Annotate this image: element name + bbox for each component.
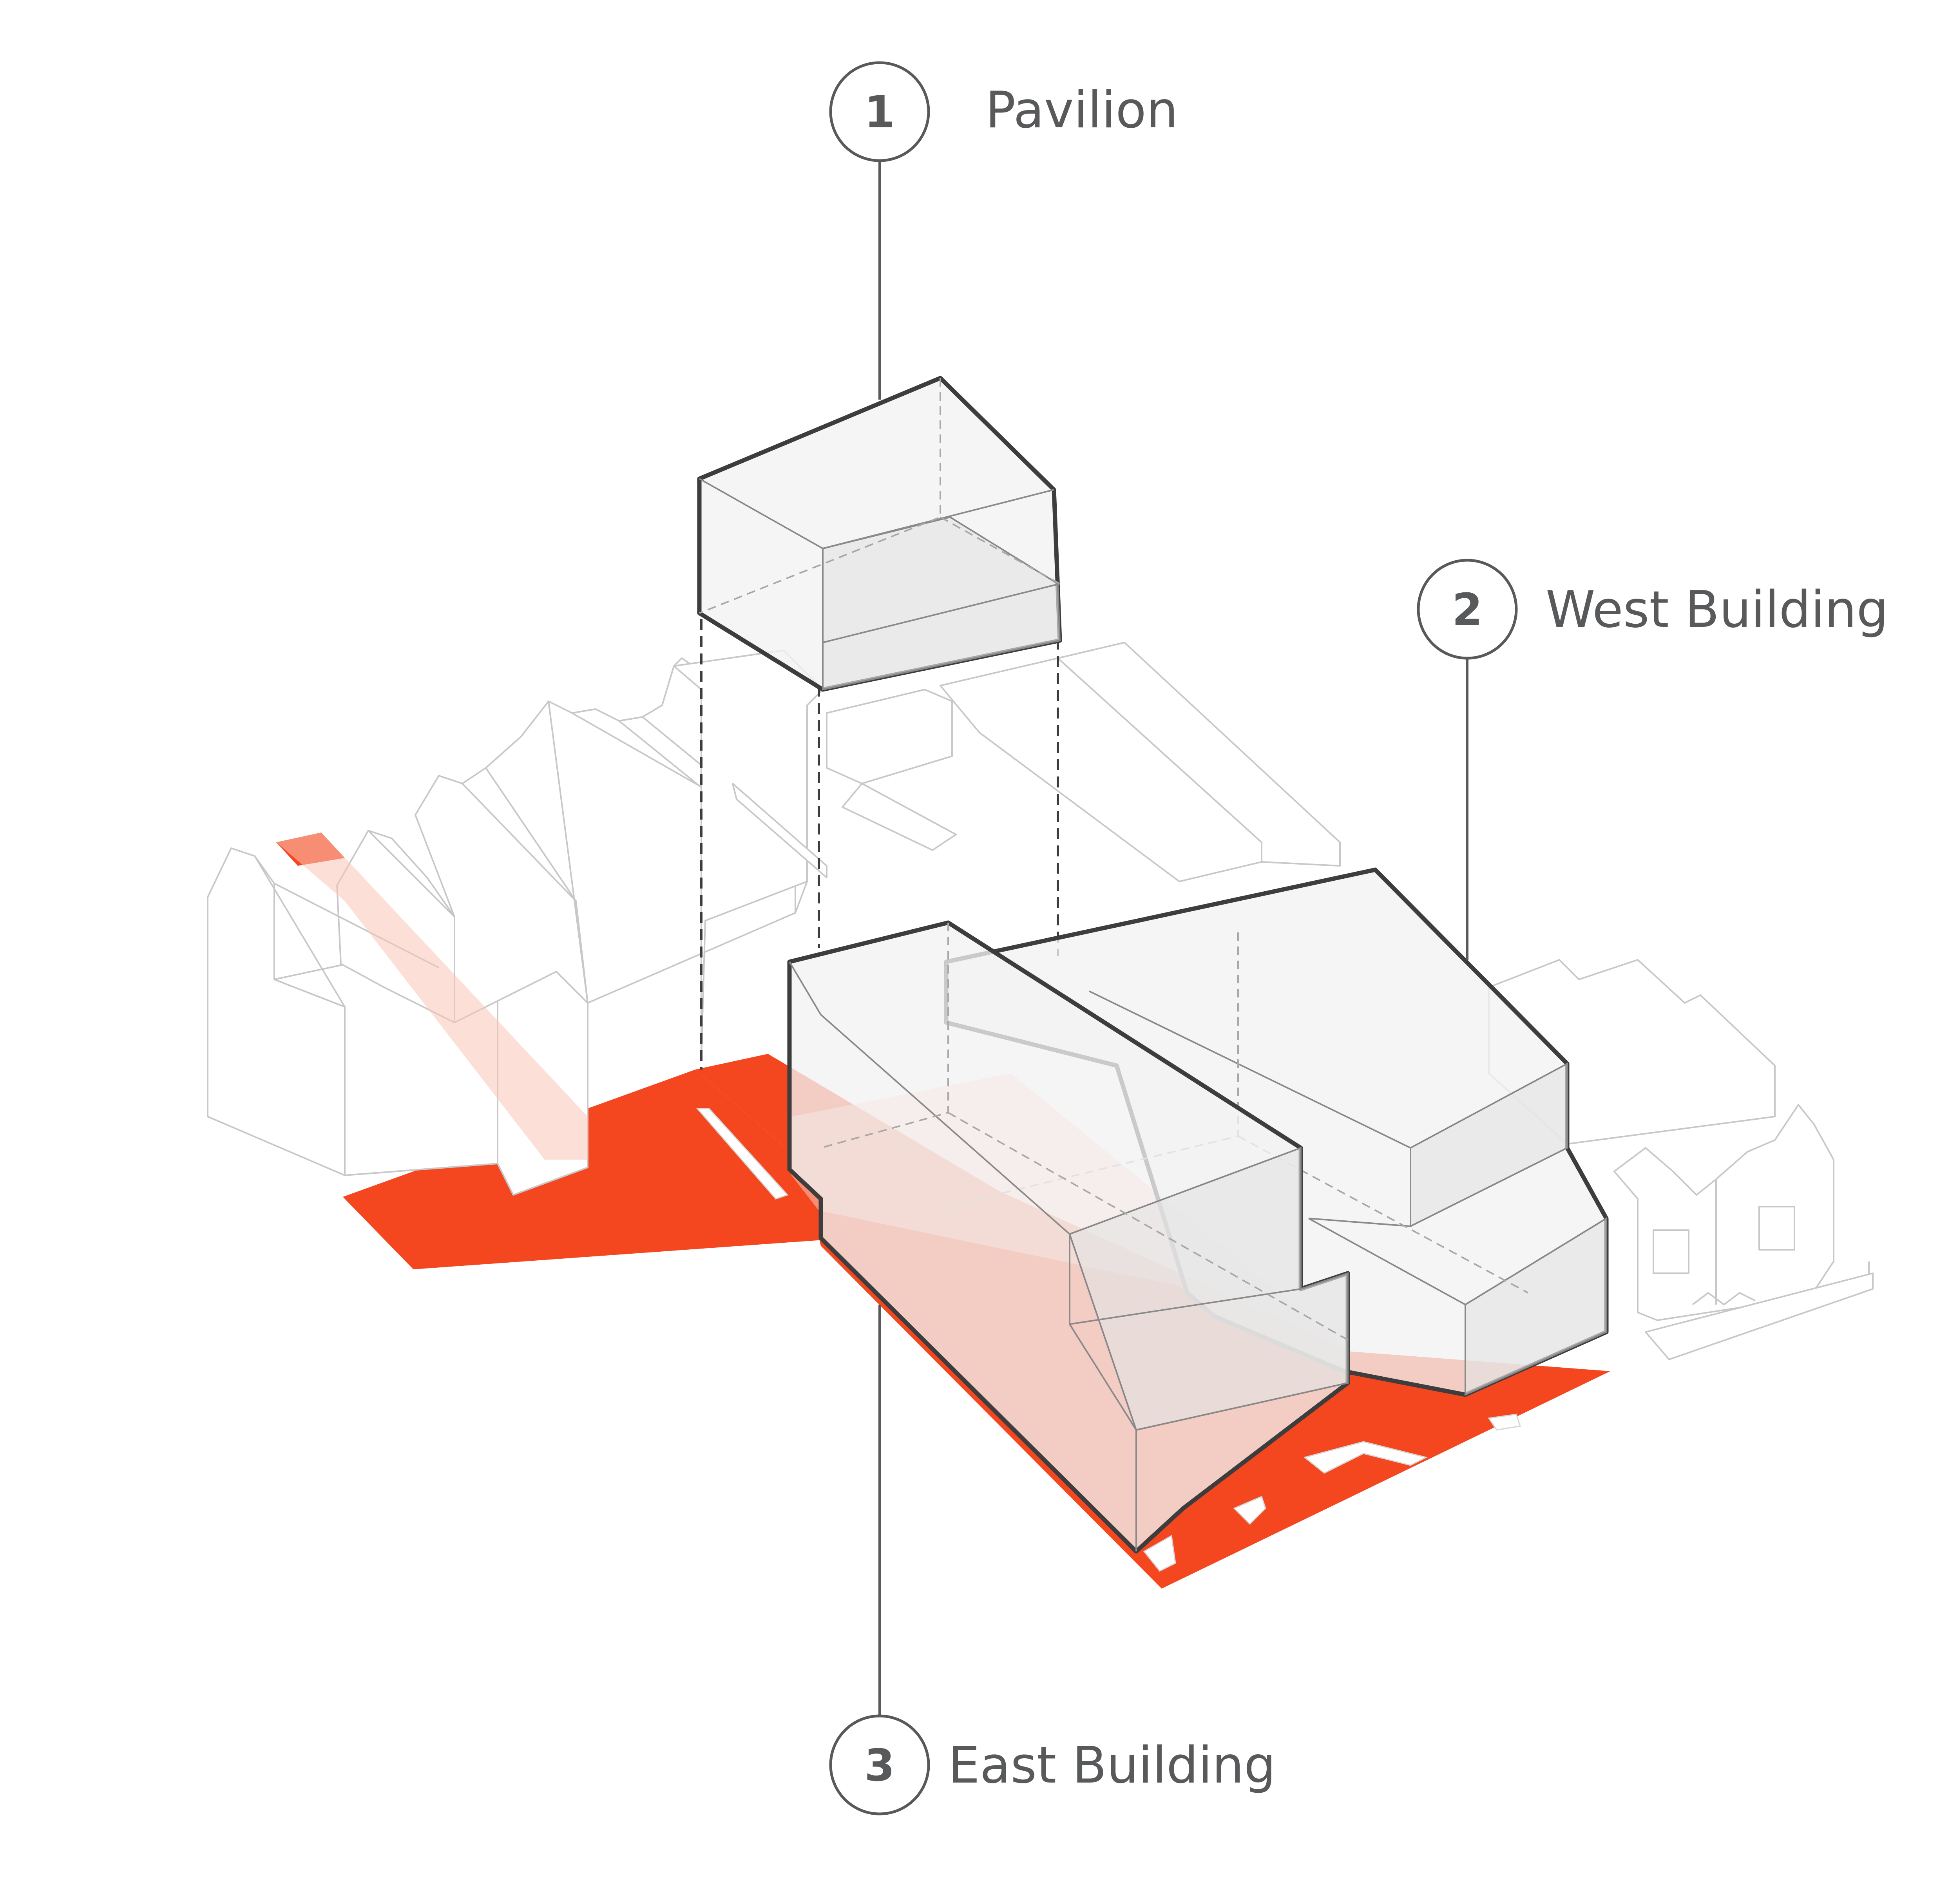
callout-east-building: 3 East Building (829, 1714, 1276, 1815)
context-ground-plate-east (1645, 1272, 1874, 1360)
context-ridge-2 (368, 830, 455, 918)
west-edge-1 (1089, 990, 1411, 1226)
pavilion-hidden-2 (940, 516, 1060, 585)
pavilion-volume (697, 376, 1062, 692)
context-block-center (826, 689, 953, 784)
callout-number-1: 1 (864, 87, 895, 138)
path-overlay-west (276, 833, 588, 1160)
east-edge-2 (1069, 1288, 1301, 1325)
callout-number-3: 3 (864, 1740, 895, 1791)
west-edge-3 (1308, 1218, 1411, 1227)
callout-marker-2 (1417, 559, 1518, 660)
context-townhouse (1613, 1104, 1834, 1321)
pavilion-hidden-1 (699, 378, 941, 614)
context-ridge-3 (462, 783, 577, 902)
context-house-1 (207, 847, 346, 1176)
bench-3 (1303, 1441, 1428, 1474)
callout-label-east-building: East Building (948, 1736, 1276, 1795)
context-ridge-4 (548, 701, 588, 1003)
projection-lines (700, 619, 1059, 1070)
context-block-long-2 (1057, 642, 1341, 867)
bench-1 (1143, 1535, 1176, 1572)
callout-marker-3 (829, 1714, 930, 1815)
context-block-strip-a (732, 783, 827, 878)
west-hidden-2 (1238, 1135, 1528, 1294)
leader-lines (878, 161, 1468, 1716)
townhouse-stairs-1 (1692, 1292, 1756, 1306)
bench-2 (1233, 1495, 1266, 1525)
context-block-strip-b (842, 783, 957, 851)
callout-pavilion: 1 Pavilion (829, 61, 1178, 162)
context-ridge-1 (254, 855, 346, 1008)
pavilion-edge-2 (822, 489, 1054, 549)
callout-marker-1 (829, 61, 930, 162)
east-hidden-2 (948, 1112, 1348, 1341)
townhouse-window-1 (1653, 1229, 1689, 1274)
callout-label-west-building: West Building (1546, 581, 1888, 639)
landscape-elements (696, 1108, 1521, 1572)
callout-label-pavilion: Pavilion (985, 81, 1178, 139)
east-edge-3 (789, 961, 822, 1015)
west-edge-2 (1308, 1218, 1466, 1395)
townhouse-window-2 (1758, 1206, 1795, 1251)
callout-west-building: 2 West Building (1417, 559, 1888, 660)
pavilion-edge-3 (822, 583, 1060, 643)
context-buildings-north (673, 642, 1341, 1059)
east-building-volume (787, 920, 1350, 1554)
bench-west (696, 1108, 789, 1200)
bench-4 (1488, 1414, 1521, 1431)
callout-number-2: 2 (1452, 585, 1483, 635)
